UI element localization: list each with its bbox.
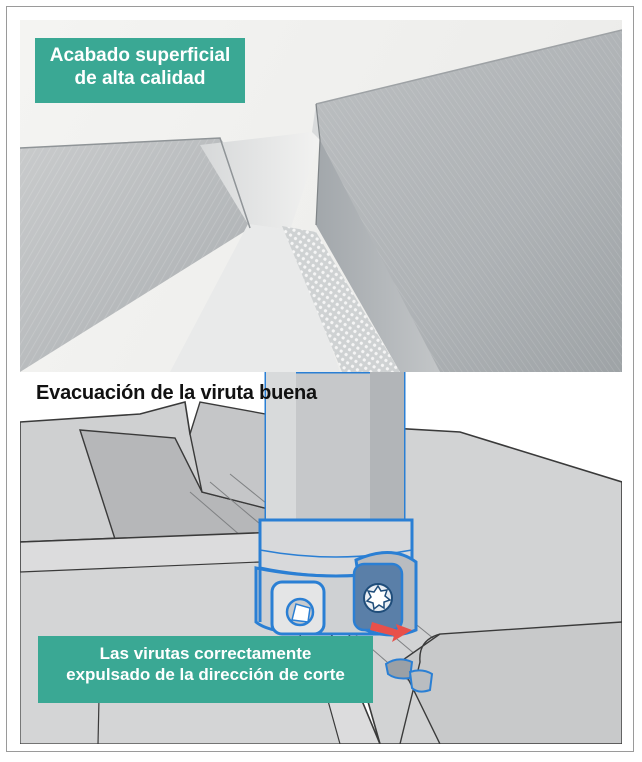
chip-evacuation-heading: Evacuación de la viruta buena (36, 382, 317, 404)
surface-finish-label: Acabado superficial de alta calidad (35, 38, 245, 103)
arrow-icon (370, 622, 412, 642)
surface-finish-label-line-2: de alta calidad (74, 68, 206, 90)
torx-screw-icon (365, 584, 392, 611)
endmill-tool (254, 372, 418, 637)
chip-direction-label: Las virutas correctamente expulsado de l… (38, 636, 373, 703)
chip-direction-label-line-2: expulsado de la dirección de corte (66, 664, 345, 684)
chip-particles (384, 658, 434, 693)
surface-finish-label-line-1: Acabado superficial (49, 45, 231, 66)
chip-direction-label-line-1: Las virutas correctamente (99, 644, 312, 663)
